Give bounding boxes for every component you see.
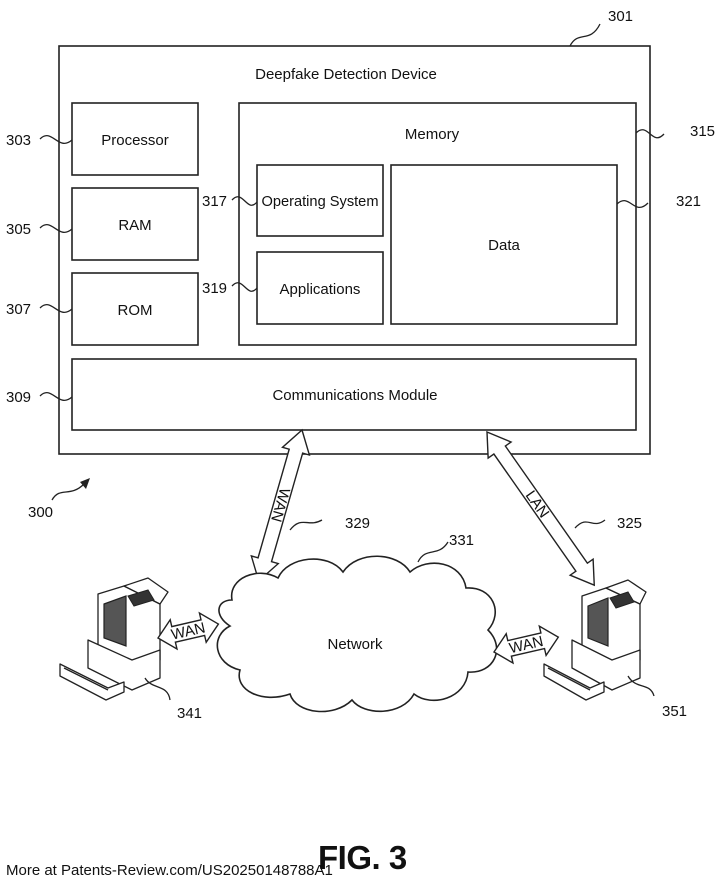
source-credit-link[interactable]: More at Patents-Review.com/US20250148788… [6,862,333,880]
network-ref: 331 [449,532,474,549]
memory-label: Memory [405,126,460,143]
wan-right-arrow-label: WAN [508,633,545,657]
wan-left-arrow-label: WAN [170,619,207,643]
memory-ref: 315 [690,123,715,140]
wan-ref: 329 [345,515,370,532]
computer-341-icon [60,578,168,700]
wan-network-arrow-label: WAN [267,486,293,524]
ram-ref: 305 [6,221,31,238]
processor-label: Processor [101,132,169,149]
wan-right-arrow: WAN [491,623,562,667]
lan-ref-leader [575,520,605,528]
rom-ref: 307 [6,301,31,318]
computer-351-ref: 351 [662,703,687,720]
computer-351-icon [544,580,646,700]
communications-module-label: Communications Module [272,387,437,404]
wan-left-arrow: WAN [155,609,222,652]
data-ref: 321 [676,193,701,210]
device-ref: 301 [608,8,633,25]
rom-label: ROM [118,302,153,319]
lan-ref: 325 [617,515,642,532]
network-cloud [217,556,496,711]
system-ref: 300 [28,504,53,521]
device-ref-leader [570,24,600,46]
system-ref-leader [52,484,84,500]
network-ref-leader [418,542,448,562]
comms-ref: 309 [6,389,31,406]
applications-label: Applications [280,281,361,298]
applications-ref: 319 [202,280,227,297]
operating-system-label: Operating System [262,193,379,210]
operating-system-ref: 317 [202,193,227,210]
wan-ref-leader [290,520,322,530]
device-title: Deepfake Detection Device [255,66,437,83]
ram-label: RAM [118,217,151,234]
network-label: Network [327,636,383,653]
system-ref-arrowhead [80,478,90,489]
data-label: Data [488,237,520,254]
processor-ref: 303 [6,132,31,149]
computer-341-ref: 341 [177,705,202,722]
